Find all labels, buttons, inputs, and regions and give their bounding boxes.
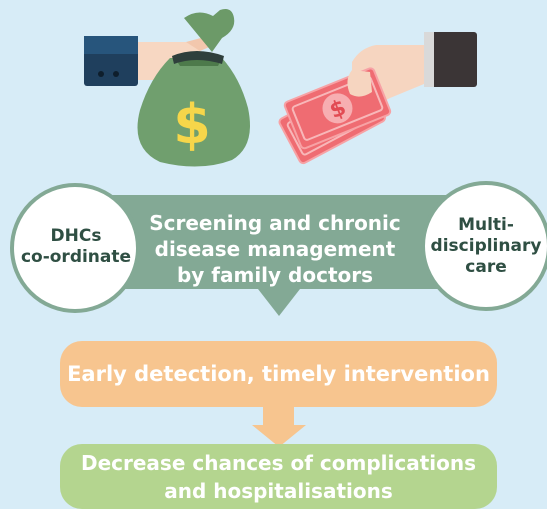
right-circle-shape bbox=[421, 181, 547, 311]
left-circle-line-2: co-ordinate bbox=[20, 247, 132, 267]
arrow-to-step3 bbox=[252, 407, 306, 447]
banner-line-3: by family doctors bbox=[176, 263, 374, 287]
right-circle-label: Multi- disciplinary care bbox=[423, 215, 547, 278]
left-circle-label: DHCs co-ordinate bbox=[18, 226, 134, 268]
banner-arrow bbox=[258, 289, 300, 316]
right-circle-line-3: care bbox=[465, 257, 507, 277]
banner-text: Screening and chronic disease management… bbox=[140, 210, 410, 288]
banner-line-2: disease management bbox=[154, 237, 396, 261]
banner-line-1: Screening and chronic bbox=[149, 211, 401, 235]
left-circle-shape bbox=[10, 183, 140, 313]
cash-notes-hand-icon: $ bbox=[278, 32, 477, 165]
step-early-detection: Early detection, timely intervention bbox=[60, 341, 497, 407]
step-decrease-line-2: and hospitalisations bbox=[164, 478, 393, 503]
banner-shape bbox=[60, 195, 496, 289]
left-circle-line-1: DHCs bbox=[50, 226, 102, 246]
svg-text:$: $ bbox=[173, 93, 211, 156]
money-bag-hand-icon: $ bbox=[84, 9, 250, 167]
right-circle-line-2: disciplinary bbox=[430, 236, 542, 256]
step-decrease-complications: Decrease chances of complications and ho… bbox=[60, 444, 497, 509]
step-early-detection-label: Early detection, timely intervention bbox=[67, 362, 490, 386]
step-decrease-line-1: Decrease chances of complications bbox=[80, 450, 476, 475]
right-circle-line-1: Multi- bbox=[458, 215, 514, 235]
